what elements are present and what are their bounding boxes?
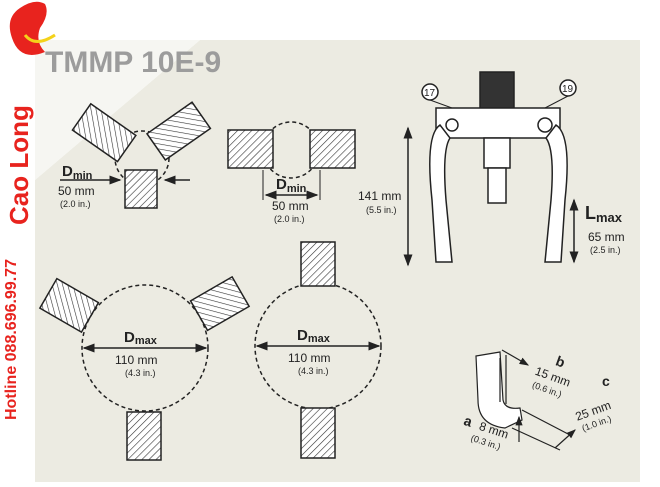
two-jaw-max-label: Dmax [297,327,331,345]
watermark-brand: Cao Long [4,105,34,225]
three-jaw-max-diagram [38,275,251,461]
puller-height-imperial: (5.5 in.) [366,205,397,215]
two-jaw-min-label: Dmin [276,176,307,195]
jaw-detail-drawing [475,349,576,451]
three-jaw-min-label: Dmin [62,163,93,182]
jaw-c-label: c [602,373,610,389]
two-jaw-max-value: 110 mm [288,351,330,365]
two-jaw-min-imperial: (2.0 in.) [274,214,305,224]
two-jaw-max-imperial: (4.3 in.) [298,366,329,376]
three-jaw-max-label: Dmax [124,329,158,347]
puller-drawing [403,71,579,267]
three-jaw-max-imperial: (4.3 in.) [125,368,156,378]
three-jaw-min-diagram [60,101,212,209]
part-number-17: 17 [424,88,436,99]
lmax-label: Lmax [585,203,623,225]
two-jaw-max-diagram [254,241,382,459]
watermark-hotline: Hotline 088.696.99.77 [3,259,20,420]
two-jaw-min-value: 50 mm [272,199,309,213]
lmax-imperial: (2.5 in.) [590,245,621,255]
three-jaw-min-value: 50 mm [58,184,95,198]
three-jaw-min-imperial: (2.0 in.) [60,199,91,209]
watermark-logo: Cao Long Hotline 088.696.99.77 [3,1,56,420]
part-number-19: 19 [562,84,574,95]
puller-height: 141 mm [358,189,401,203]
model-title: TMMP 10E-9 [45,46,221,79]
lmax-value: 65 mm [588,230,625,244]
two-jaw-min-diagram [227,121,356,200]
three-jaw-max-value: 110 mm [115,353,157,367]
